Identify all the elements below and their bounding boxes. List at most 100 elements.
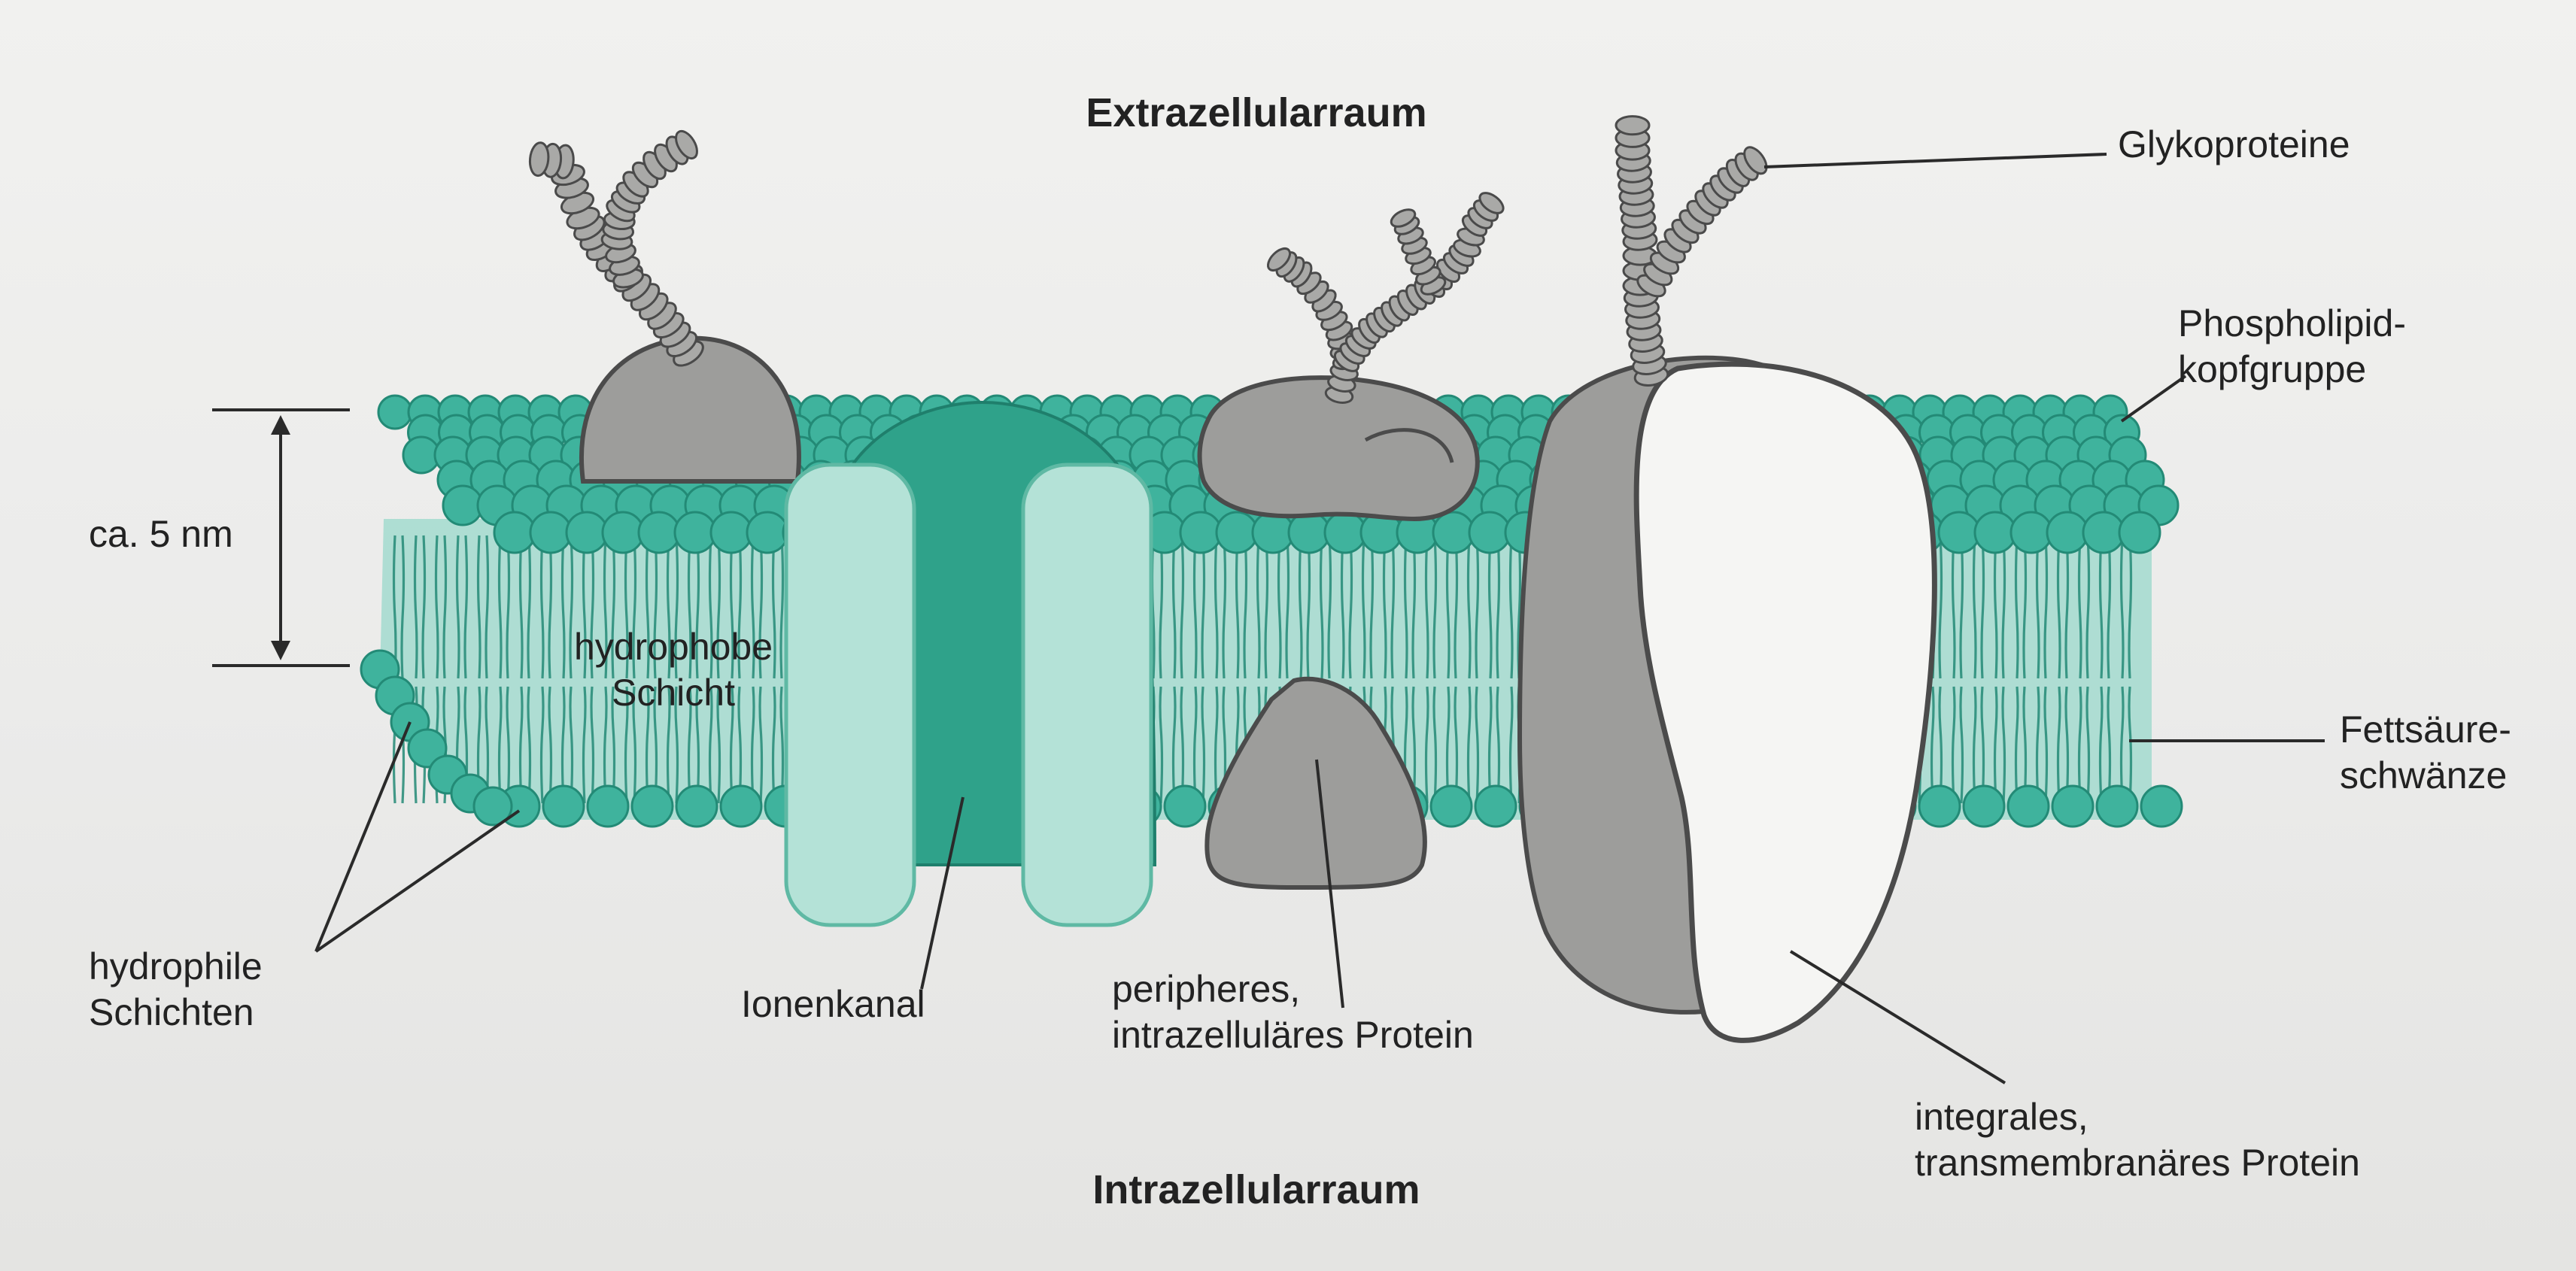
tail-line [1487,535,1493,679]
tail-line [2128,686,2133,804]
tail-line [2077,535,2082,679]
phospholipid-head-icon [675,784,718,828]
phospholipid-head-icon [1918,784,1961,828]
tail-line [1243,535,1248,679]
tail-line [560,535,566,679]
extracellular-label: Extrazellularraum [1086,90,1427,135]
glycoprotein-chain-mid-c [1390,208,1447,296]
tail-line [1256,535,1261,679]
tail-line [1466,535,1472,679]
glycoprotein-chains [528,115,1768,404]
sugar-bead [1266,247,1292,272]
phospholipid-head-icon [630,784,674,828]
tail-line [569,686,574,804]
tail-line [1319,535,1324,679]
tail-line [708,686,713,804]
tail-line [1951,686,1956,804]
thickness-arrow-up [271,415,290,435]
glycoproteins-label: Glykoproteine [2118,123,2350,165]
tail-line [1496,686,1501,804]
phospholipid-head-icon [529,511,573,554]
tail-line [1487,686,1493,804]
sugar-bead [1478,192,1505,214]
tail-line [2014,686,2019,804]
tail-line [590,686,595,804]
tail-line [1411,686,1417,804]
phospholipid-head-icon [1962,784,2006,828]
tail-line [645,535,650,679]
tail-line [1192,535,1198,679]
tail-line [2022,535,2028,679]
intracellular-label: Intrazellularraum [1092,1167,1420,1212]
tail-line [1369,535,1375,679]
phospholipid-head-icon [542,784,585,828]
phospholipid-head-icon [719,784,763,828]
tail-line [539,535,545,679]
peripheral-protein-label: peripheres,intrazelluläres Protein [1112,968,1474,1056]
tail-line [2064,686,2070,804]
tail-line [1508,535,1514,679]
phospholipid-head-icon [493,511,536,554]
tail-line [463,535,469,679]
glycoprotein-chain-right-a [1615,115,1669,387]
label-leader-lines [212,153,2325,1084]
tail-line [2035,686,2040,804]
glycoproteins-leader [1763,153,2107,168]
tail-line [527,535,532,679]
tail-line [1348,535,1353,679]
tail-line [590,535,595,679]
tail-line [779,686,785,804]
tail-line [1930,686,1935,804]
phospholipid-head-icon [407,728,448,769]
tail-line [1171,535,1177,679]
phospholipid-head-icon [1468,511,1511,554]
glycoprotein-fold [1364,428,1454,463]
tail-line [2035,535,2040,679]
tail-line [506,535,511,679]
tail-line [400,535,406,679]
phospholipid-head-icon [1163,784,1207,828]
tail-line [674,686,679,804]
tail-line [1938,535,1943,679]
tail-line [611,686,616,804]
tail-line [1201,535,1206,679]
ion-channel-leader [920,796,964,990]
tail-line [1972,686,1977,804]
tail-line [771,535,776,679]
phospholipid-head-icon [1474,784,1517,828]
tail-line [1959,686,1964,804]
tail-line [518,535,524,679]
tail-line [729,535,734,679]
ion-channel-label: Ionenkanal [741,983,925,1025]
tail-line [2098,535,2104,679]
tail-line [2064,535,2070,679]
phospholipid-head-icon [2009,511,2053,554]
tail-line [1340,535,1345,679]
tail-line [1424,686,1429,804]
tail-line [2056,535,2061,679]
phospholipid-head-icon [2140,784,2183,828]
tail-line [750,535,755,679]
tail-line [506,686,511,804]
tail-line [624,535,629,679]
sugar-bead [675,129,698,160]
tail-line [1403,535,1408,679]
tail-line [2085,686,2091,804]
tail-line [2119,535,2125,679]
tail-line [771,686,776,804]
tail-line [2098,686,2104,804]
tail-line [666,686,671,804]
tail-line [1951,535,1956,679]
tail-line [687,686,692,804]
glycoprotein-chain-right-b [1636,146,1768,298]
phospholipid-head-icon [746,511,789,554]
phospholipid-head-icon [1215,511,1259,554]
tail-line [497,535,503,679]
tail-line [729,686,734,804]
tail-line [1993,535,1998,679]
tail-line [624,686,629,804]
tail-line [518,686,524,804]
tail-line [548,686,553,804]
